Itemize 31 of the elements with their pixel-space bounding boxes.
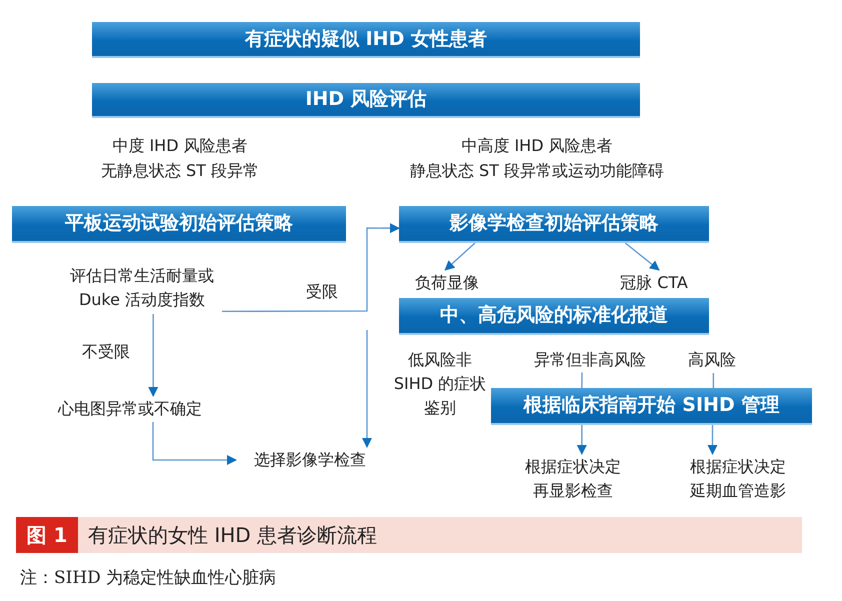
process-bar: 根据临床指南开始 SIHD 管理 (491, 388, 812, 425)
node-text: 低风险非 SIHD 的症状鉴别 (392, 349, 488, 419)
arrow (152, 422, 237, 465)
label-text: 中度 IHD 风险患者 (111, 136, 249, 157)
node-text: 异常但非高风险 (534, 349, 646, 371)
label-text: 中高度 IHD 风险患者 (460, 136, 614, 157)
process-bar: 影像学检查初始评估策略 (399, 206, 709, 243)
node-text: 高风险 (688, 349, 736, 371)
process-bar: 中、高危风险的标准化报道 (399, 298, 709, 335)
arrow (576, 425, 587, 455)
footnote: 注：SIHD 为稳定性缺血性心脏病 (20, 567, 276, 589)
node-text: 选择影像学检查 (254, 449, 366, 471)
label-text: 无静息状态 ST 段异常 (100, 161, 260, 182)
process-bar: 有症状的疑似 IHD 女性患者 (92, 22, 640, 58)
caption: 有症状的女性 IHD 患者诊断流程 (88, 522, 378, 548)
process-bar: 平板运动试验初始评估策略 (12, 206, 346, 243)
arrow (444, 242, 476, 271)
node-text: 根据症状决定再显影检查 (524, 456, 622, 502)
node-text: 评估日常生活耐量或 Duke 活动度指数 (69, 265, 215, 311)
node-text: 心电图异常或不确定 (58, 398, 202, 420)
node-text: 根据症状决定延期血管造影 (689, 456, 787, 502)
arrow (148, 314, 158, 397)
label-text: 静息状态 ST 段异常或运动功能障碍 (408, 161, 666, 182)
node-text: 负荷显像 (415, 272, 479, 294)
arrow (624, 242, 660, 271)
arrow (362, 330, 372, 448)
arrow (222, 223, 400, 312)
process-bar: IHD 风险评估 (92, 83, 640, 118)
figure-number: 图 1 (16, 517, 78, 553)
arrow (708, 425, 718, 455)
node-text: 冠脉 CTA (620, 272, 688, 294)
